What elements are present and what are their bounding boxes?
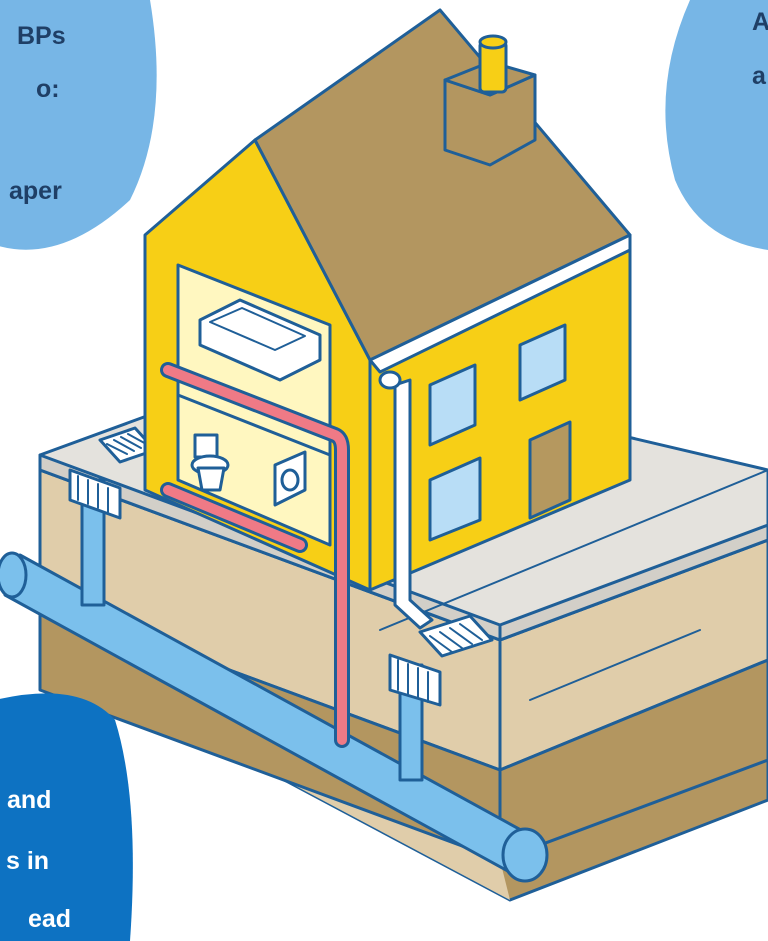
bubble-bottom-left-line-1: and: [7, 786, 51, 814]
bubble-bottom-left-line-2: s in: [6, 847, 49, 875]
bubble-bottom-left-line-3: ead: [28, 905, 71, 933]
bubble-top-right-line-2: a: [752, 62, 767, 90]
bubble-top-right-line-1: A: [752, 8, 768, 36]
bubble-top-left-line-3: aper: [9, 177, 62, 205]
speech-bubble-bottom-left: [0, 693, 133, 941]
door: [530, 422, 570, 518]
bubble-top-left-line-1: BPs: [17, 22, 66, 50]
speech-bubble-top-right: [665, 0, 768, 250]
bubble-top-left-line-2: o:: [36, 75, 60, 103]
